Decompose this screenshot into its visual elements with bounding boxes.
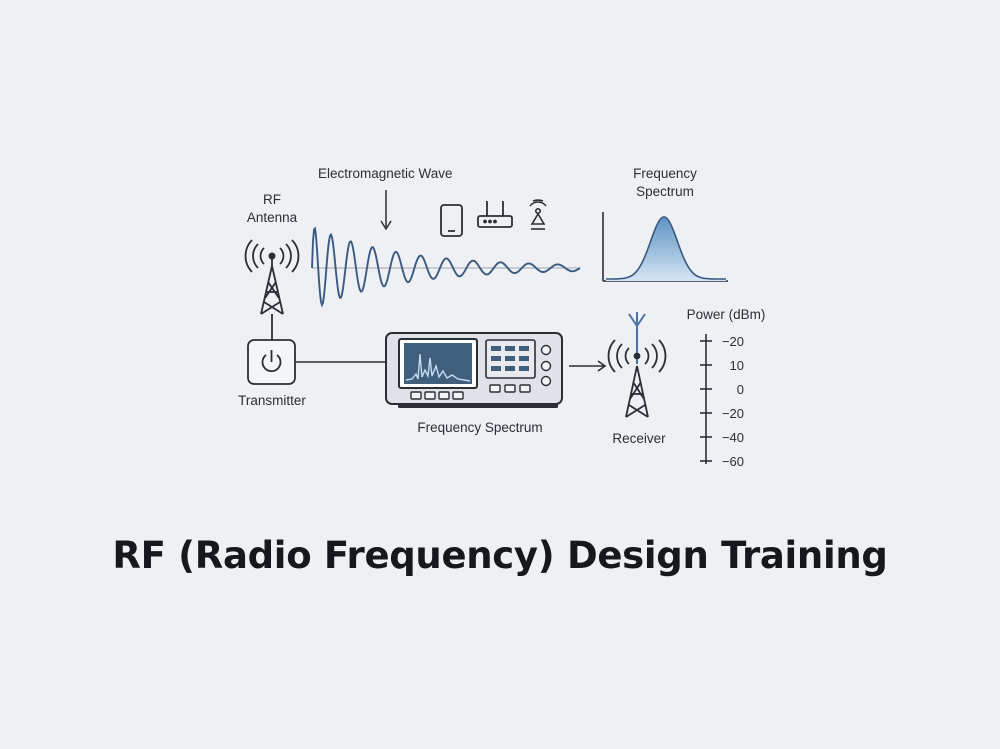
em-wave <box>311 226 581 308</box>
spectrum-analyzer-icon <box>385 332 563 408</box>
router-icon <box>477 201 513 228</box>
spectrum-curve <box>606 216 726 280</box>
receiver-label: Receiver <box>612 431 666 446</box>
page-title: RF (Radio Frequency) Design Training <box>112 534 888 577</box>
power-scale-label: Power (dBm) <box>687 307 766 322</box>
smartphone-icon <box>440 204 463 237</box>
power-tick-label: 0 <box>737 382 744 397</box>
spectrum-title-line2: Spectrum <box>636 184 694 199</box>
rf-antenna-label-line2: Antenna <box>247 210 298 225</box>
power-tick-label: −20 <box>722 334 744 349</box>
right-arrow-icon <box>569 360 607 372</box>
power-tick-label: −60 <box>722 454 744 469</box>
rf-antenna-label-line1: RF <box>263 192 281 207</box>
power-icon <box>261 350 282 373</box>
rf-diagram: Electromagnetic Wave RF Antenna <box>238 166 766 469</box>
spectrum-title-line1: Frequency <box>633 166 697 181</box>
down-arrow-icon <box>380 190 392 231</box>
spectrum-curve-fill <box>606 217 726 281</box>
antenna-tower-icon <box>244 239 300 315</box>
power-scale-ticks: −20 10 0 −20 −40 −60 <box>700 334 744 469</box>
em-wave-label: Electromagnetic Wave <box>318 166 453 181</box>
power-tick-label: −40 <box>722 430 744 445</box>
analyzer-trace <box>405 353 471 382</box>
receiver-tower-icon <box>607 312 667 418</box>
satellite-dish-icon <box>529 199 547 230</box>
power-tick-label: 10 <box>730 358 744 373</box>
power-tick-label: −20 <box>722 406 744 421</box>
transmitter-label: Transmitter <box>238 393 306 408</box>
analyzer-label: Frequency Spectrum <box>417 420 542 435</box>
